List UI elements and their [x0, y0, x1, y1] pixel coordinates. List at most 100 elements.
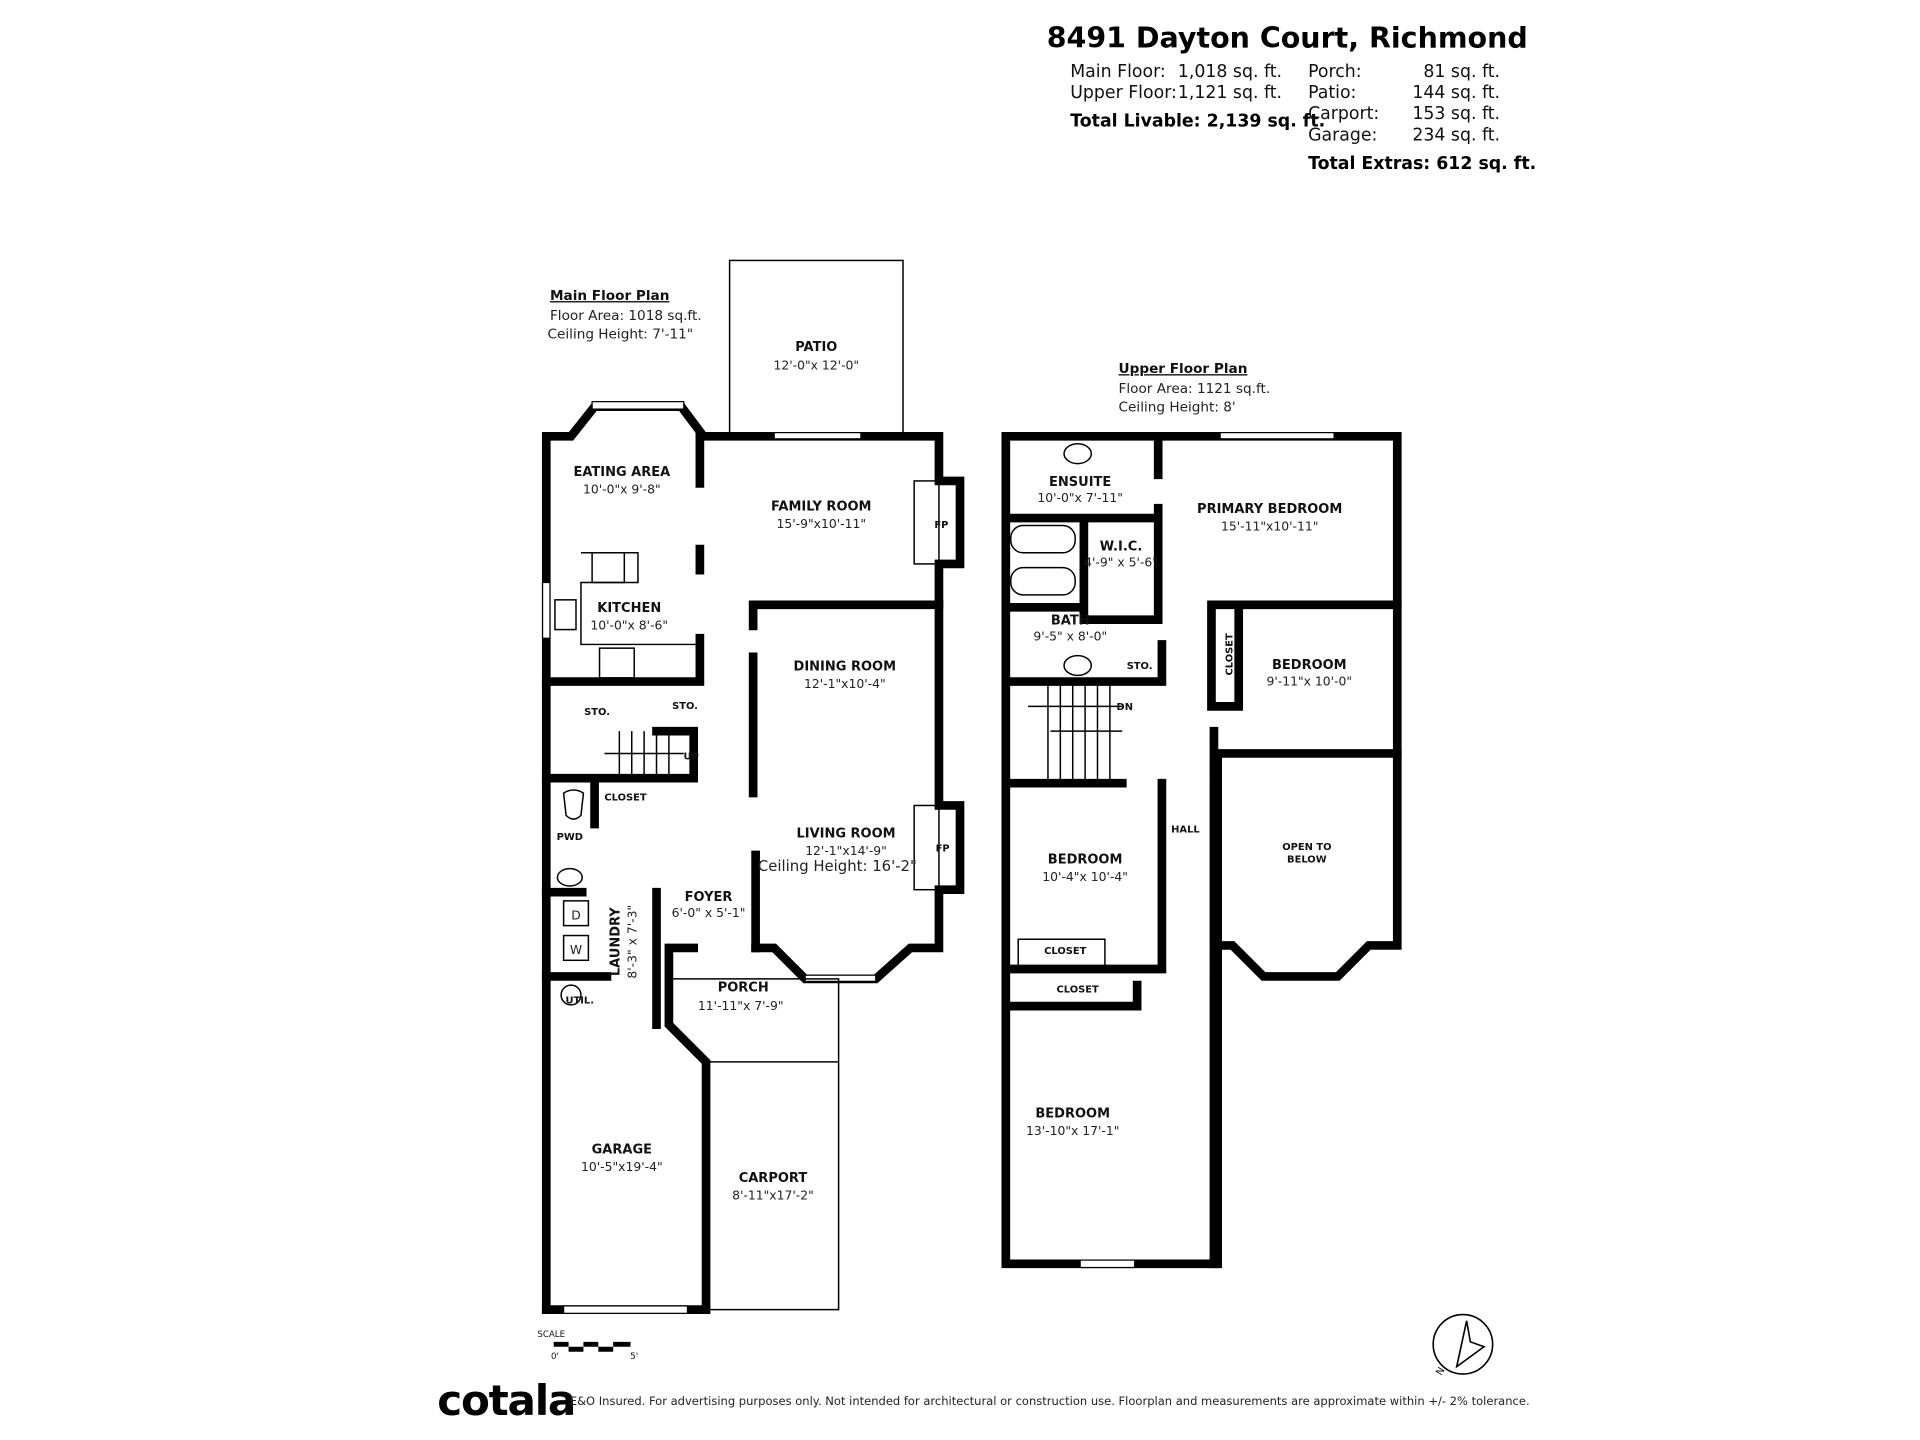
fireplace-hearth-1 — [913, 480, 940, 565]
upper-floor-area: Floor Area: 1121 sq.ft. — [1119, 381, 1271, 397]
main-floor-label: Main Floor: — [1070, 62, 1166, 82]
scale-bar: SCALE 0' 5' — [537, 1330, 638, 1362]
carport-name: CARPORT — [739, 1171, 808, 1186]
bath-sink — [1063, 654, 1093, 677]
sto-label: STO. — [1127, 661, 1153, 672]
ensuite-name: ENSUITE — [1049, 475, 1111, 490]
bedroom2-name: BEDROOM — [1272, 658, 1347, 673]
scale-label: SCALE — [537, 1330, 565, 1340]
fireplace-hearth-2 — [913, 804, 940, 891]
upper-interior-walls — [1001, 432, 1402, 1269]
stove-icon — [598, 647, 635, 679]
carport-outline — [705, 1061, 840, 1311]
laundry-size: 8'-3" x 7'-3" — [626, 905, 640, 979]
primary-size: 15'-11"x10'-11" — [1221, 519, 1318, 533]
cotala-logo: cotala — [437, 1376, 575, 1425]
bedroom2-size: 9'-11"x 10'-0" — [1267, 674, 1353, 688]
cooktop — [591, 552, 626, 584]
upper-floor-title: Upper Floor Plan — [1119, 361, 1248, 377]
patio-door — [773, 432, 862, 440]
upper-exterior-walls — [1001, 432, 1402, 1269]
eating-size: 10'-0"x 9'-8" — [583, 482, 661, 496]
main-floor-plan: Main Floor Plan Floor Area: 1018 sq.ft. … — [541, 259, 965, 1314]
upper-floor-label: Upper Floor: — [1070, 83, 1177, 103]
dining-size: 12'-1"x10'-4" — [804, 677, 886, 691]
fireplace-2-label: FP — [936, 843, 950, 854]
hall-label: HALL — [1171, 825, 1200, 836]
compass: N — [1432, 1313, 1494, 1378]
laundry-name: LAUNDRY — [608, 907, 623, 976]
footer: cotala E&O Insured. For advertising purp… — [437, 1376, 1529, 1425]
primary-name: PRIMARY BEDROOM — [1197, 502, 1342, 517]
ensuite-sink — [1063, 443, 1093, 465]
porch-size: 11'-11"x 7'-9" — [698, 999, 784, 1013]
washer-label: W — [570, 943, 582, 957]
kitchen-window — [541, 581, 551, 639]
bedroom4-name: BEDROOM — [1035, 1107, 1110, 1122]
garage-name: GARAGE — [592, 1143, 652, 1158]
foyer-name: FOYER — [685, 890, 733, 905]
wic-size: 4'-9" x 5'-6" — [1084, 555, 1158, 569]
washer-icon — [562, 934, 590, 962]
carport-value: 153 sq. ft. — [1412, 104, 1500, 124]
scale-start: 0' — [551, 1352, 559, 1362]
bath-name: BATH — [1051, 614, 1090, 629]
toilet-icon — [562, 789, 585, 820]
upper-floor-plan: Upper Floor Plan Floor Area: 1121 sq.ft.… — [1001, 361, 1402, 1269]
eating-name: EATING AREA — [573, 465, 670, 480]
patio-value: 144 sq. ft. — [1412, 83, 1500, 103]
bedroom4-size: 13'-10"x 17'-1" — [1026, 1124, 1120, 1138]
dryer-icon — [562, 900, 590, 927]
bathtub-1 — [1010, 524, 1076, 554]
garage-door — [562, 1305, 689, 1314]
below-label: BELOW — [1287, 854, 1327, 865]
scale-end: 5' — [630, 1352, 638, 1362]
bedroom3-name: BEDROOM — [1048, 853, 1123, 868]
main-floor-title: Main Floor Plan — [550, 288, 669, 304]
disclaimer: E&O Insured. For advertising purposes on… — [570, 1394, 1530, 1408]
bedroom-window — [1079, 1259, 1136, 1269]
scale-checker — [553, 1341, 631, 1352]
upper-floor-value: 1,121 sq. ft. — [1178, 83, 1282, 103]
pwd-label: PWD — [557, 832, 583, 843]
patio-label: Patio: — [1308, 83, 1356, 103]
closet-label: CLOSET — [604, 793, 646, 804]
main-floor-area: Floor Area: 1018 sq.ft. — [550, 308, 702, 324]
open-to-label: OPEN TO — [1282, 842, 1331, 853]
living-size: 12'-1"x14'-9" — [805, 844, 887, 858]
foyer-size: 6'-0" x 5'-1" — [672, 906, 746, 920]
kitchen-size: 10'-0"x 8'-6" — [590, 619, 668, 633]
up-label: UP — [684, 752, 699, 763]
bath-size: 9'-5" x 8'-0" — [1033, 630, 1107, 644]
ensuite-size: 10'-0"x 7'-11" — [1037, 491, 1123, 505]
sto-2: STO. — [672, 701, 698, 712]
patio-name: PATIO — [795, 340, 837, 355]
living-name: LIVING ROOM — [796, 827, 895, 842]
compass-north: N — [1434, 1366, 1447, 1378]
fireplace-1-label: FP — [934, 520, 948, 531]
stairs-up — [604, 731, 684, 779]
bathtub-2 — [1010, 566, 1076, 596]
summary-header: 8491 Dayton Court, Richmond Main Floor: … — [1047, 21, 1536, 173]
family-name: FAMILY ROOM — [771, 500, 871, 515]
dn-label: DN — [1116, 702, 1133, 713]
primary-window — [1219, 432, 1335, 440]
living-ceiling: Ceiling Height: 16'-2" — [758, 857, 917, 875]
util-label: UTIL. — [565, 996, 594, 1007]
garage-label: Garage: — [1308, 125, 1377, 145]
closet-a-label: CLOSET — [1044, 946, 1086, 957]
main-floor-value: 1,018 sq. ft. — [1178, 62, 1282, 82]
kitchen-name: KITCHEN — [597, 601, 661, 616]
stairs-down — [1028, 685, 1123, 784]
sink-icon — [554, 599, 577, 631]
garage-value: 234 sq. ft. — [1412, 125, 1500, 145]
pwd-sink-icon — [556, 867, 583, 887]
carport-size: 8'-11"x17'-2" — [732, 1188, 814, 1202]
bedroom3-size: 10'-4"x 10'-4" — [1042, 870, 1128, 884]
bedroom3-closet — [1017, 938, 1106, 970]
porch-label: Porch: — [1308, 62, 1362, 82]
porch-outline — [668, 978, 840, 1062]
patio-size: 12'-0"x 12'-0" — [773, 358, 859, 372]
sto-1: STO. — [584, 707, 610, 718]
